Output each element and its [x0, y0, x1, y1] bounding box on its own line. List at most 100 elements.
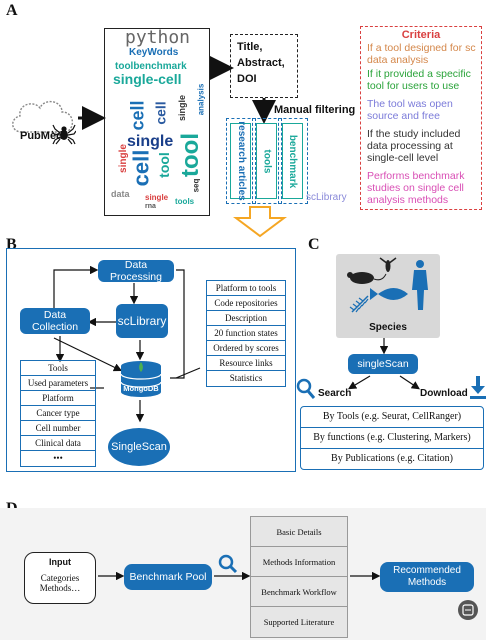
- criterion-3: The tool was open source and free: [367, 98, 453, 122]
- wc-word: seq: [191, 178, 201, 193]
- recommended-methods-node: Recommended Methods: [380, 562, 474, 592]
- recommended-line: Recommended: [393, 565, 461, 576]
- wc-word: single: [127, 133, 174, 150]
- left-list: Tools Used parameters Platform Cancer ty…: [20, 360, 96, 467]
- category-benchmark-label: benchmark: [287, 134, 299, 188]
- panel-b-connectors: [53, 265, 201, 423]
- wordcloud-box: python KeyWords toolbenchmark single-cel…: [104, 28, 210, 216]
- right-list: Platform to tools Code repositories Desc…: [206, 280, 286, 387]
- wc-word: tool: [155, 152, 172, 178]
- category-tools-label: tools: [261, 149, 273, 173]
- criterion-1: If a tool designed for sc data analysis: [367, 42, 476, 66]
- pubmed-cloud-icon: [12, 101, 73, 133]
- recommended-line: Methods: [407, 577, 447, 588]
- metadata-abstract: Abstract,: [237, 57, 285, 69]
- panel-label-c: C: [308, 236, 320, 253]
- list-item: Cancer type: [21, 406, 95, 421]
- metadata-doi: DOI: [237, 73, 257, 85]
- criterion-4: If the study included data processing at…: [367, 128, 461, 164]
- orange-down-arrow: [233, 206, 287, 238]
- criteria-title: Criteria: [401, 29, 441, 41]
- wc-word: tools: [175, 197, 195, 206]
- input-box: Input Categories Methods…: [24, 552, 96, 604]
- list-item: Ordered by scores: [207, 341, 285, 356]
- sclibrary-node: scLibrary: [116, 304, 168, 338]
- list-item: 20 function states: [207, 326, 285, 341]
- wc-word: tool: [176, 133, 204, 177]
- panel-b-frame: [6, 248, 296, 472]
- download-icon: [470, 376, 486, 399]
- panel-d-connectors: [98, 571, 381, 581]
- list-item: Platform to tools: [207, 281, 285, 296]
- wc-word: single-cell: [113, 71, 182, 87]
- keywords-label: KeyWords: [129, 47, 179, 58]
- list-item: Tools: [21, 361, 95, 376]
- data-processing-node: Data Processing: [98, 259, 174, 283]
- wc-word: analysis: [196, 83, 206, 116]
- detail-item: Supported Literature: [263, 617, 335, 627]
- category-tools: tools: [252, 118, 282, 204]
- wc-word: toolbenchmark: [115, 61, 187, 72]
- input-item: Categories: [40, 573, 80, 583]
- detail-item: Benchmark Workflow: [251, 577, 347, 607]
- singlescan-button: singleScan: [348, 354, 418, 374]
- search-icon: [218, 554, 238, 574]
- wc-word: cell: [127, 100, 148, 131]
- wc-word: single: [145, 193, 169, 202]
- search-by-tools: By Tools (e.g. Seurat, CellRanger): [301, 407, 483, 428]
- criterion-5: Performs benchmark studies on single cel…: [367, 170, 465, 206]
- metadata-title: Title,: [237, 41, 263, 53]
- python-title: python: [125, 28, 191, 48]
- wc-word: data: [111, 189, 130, 199]
- wc-word: cell: [128, 149, 154, 187]
- manual-filtering-label: Manual filtering: [274, 104, 356, 116]
- wc-word: rna: [145, 203, 156, 210]
- wc-word: single: [177, 94, 188, 122]
- detail-item: Methods Information: [251, 547, 347, 577]
- details-list: Basic Details Methods Information Benchm…: [250, 516, 348, 638]
- pubmed-label: PubMed: [20, 130, 63, 142]
- spider-icon: [52, 124, 76, 145]
- search-by-box: By Tools (e.g. Seurat, CellRanger) By fu…: [300, 406, 484, 470]
- panel-label-b: B: [6, 236, 17, 253]
- list-item: Cell number: [21, 421, 95, 436]
- metadata-box: Title, Abstract, DOI: [230, 34, 298, 98]
- input-title: Input: [49, 557, 71, 567]
- download-label: Download: [420, 388, 468, 399]
- search-by-functions: By functions (e.g. Clustering, Markers): [301, 428, 483, 449]
- input-item: Methods…: [39, 583, 81, 593]
- category-benchmark: benchmark: [278, 118, 308, 204]
- search-label: Search: [318, 388, 352, 399]
- mongodb-icon: [120, 361, 162, 397]
- sclibrary-label: scLibrary: [306, 192, 347, 203]
- search-icon: [296, 378, 316, 399]
- category-research: research articles: [226, 118, 256, 204]
- list-item: Statistics: [229, 373, 263, 383]
- list-item: •••: [53, 453, 63, 463]
- criterion-2: If it provided a specific tool for users…: [367, 68, 471, 92]
- scan-icon: [462, 604, 474, 616]
- criteria-box: Criteria If a tool designed for sc data …: [360, 26, 482, 210]
- species-icon: [347, 257, 428, 313]
- species-label: Species: [369, 322, 407, 333]
- category-research-label: research articles: [235, 121, 247, 201]
- list-item: Used parameters: [21, 376, 95, 391]
- data-collection-node: Data Collection: [20, 308, 90, 334]
- list-item: Platform: [21, 391, 95, 406]
- mongodb-label: MongoDB: [123, 384, 159, 393]
- lens-button[interactable]: [458, 600, 478, 620]
- list-item: Code repositories: [207, 296, 285, 311]
- species-box: Species: [336, 254, 440, 338]
- wc-word: single: [117, 144, 129, 173]
- panel-label-a: A: [6, 2, 18, 19]
- wc-word: cell: [152, 101, 169, 125]
- panel-a-connectors: [78, 56, 287, 238]
- singlescan-node: SingleScan: [108, 428, 170, 466]
- search-by-publications: By Publications (e.g. Citation): [331, 453, 453, 464]
- panel-c-connectors: [347, 338, 420, 390]
- detail-item: Basic Details: [251, 517, 347, 547]
- list-item: Clinical data: [21, 436, 95, 451]
- list-item: Resource links: [207, 356, 285, 371]
- list-item: Description: [207, 311, 285, 326]
- benchmark-pool-node: Benchmark Pool: [124, 564, 212, 590]
